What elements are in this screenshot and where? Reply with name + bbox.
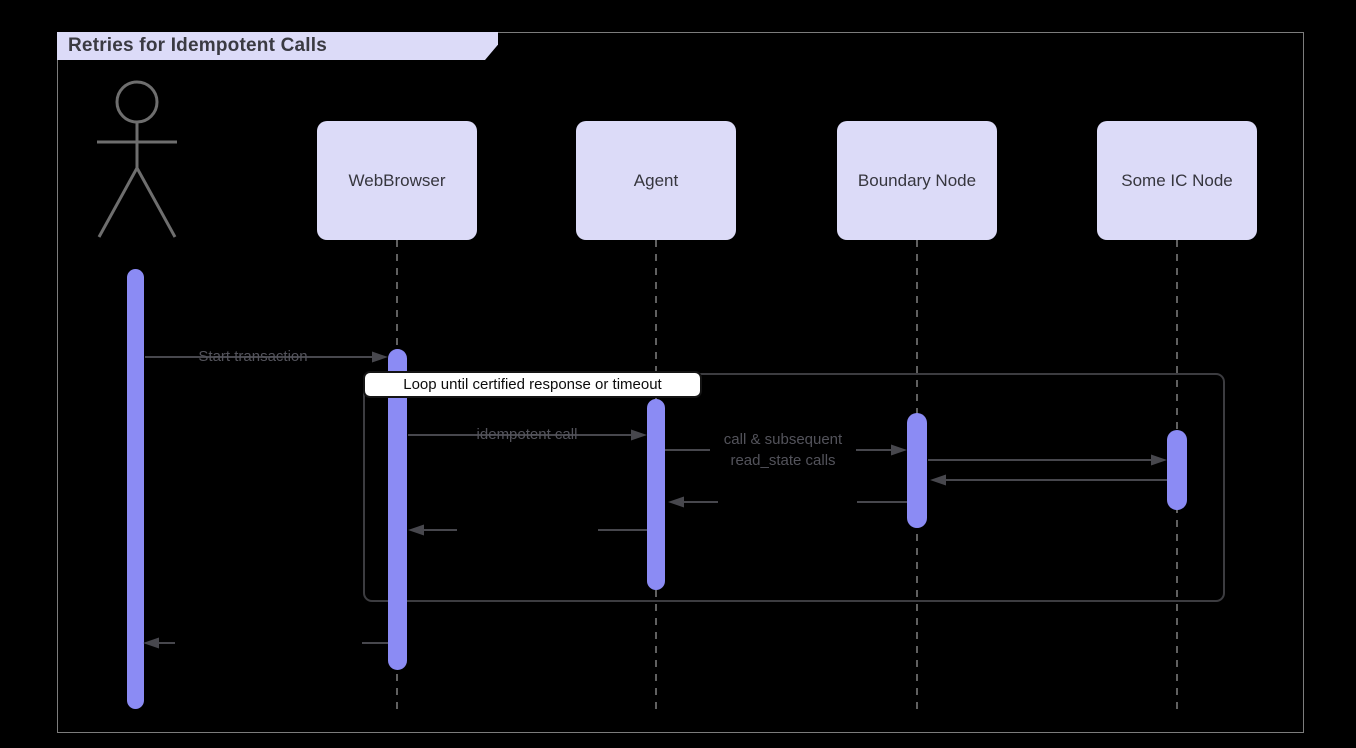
participant-box-agent: Agent xyxy=(576,121,736,240)
arrowhead-ic-to-boundary xyxy=(930,474,946,486)
message-label-idempotent-call: idempotent call xyxy=(476,426,578,443)
activation-bar-agent xyxy=(647,399,665,590)
participant-label-boundary-node: Boundary Node xyxy=(857,170,977,190)
actor-leg-left xyxy=(97,167,139,238)
diagram-title-tab: Retries for Idempotent Calls xyxy=(57,32,498,60)
arrowhead-boundary-to-agent xyxy=(668,496,684,508)
activation-bar-webbrowser xyxy=(388,349,407,670)
diagram-title: Retries for Idempotent Calls xyxy=(68,35,327,56)
arrowhead-webbrowser-to-user xyxy=(143,637,159,649)
participant-box-webbrowser: WebBrowser xyxy=(317,121,477,240)
arrowhead-start-transaction xyxy=(372,351,388,363)
participant-label-some-ic-node: Some IC Node xyxy=(1121,170,1233,190)
activation-bar-user xyxy=(127,269,144,709)
loop-fragment-label: Loop until certified response or timeout xyxy=(403,376,662,393)
message-label-call-read-state-line1: call & subsequent xyxy=(723,431,843,448)
message-label-start-transaction: Start transaction xyxy=(198,348,308,365)
loop-fragment-label-box: Loop until certified response or timeout xyxy=(363,371,702,398)
message-label-call-read-state: call & subsequent read_state calls xyxy=(695,429,871,471)
participant-box-some-ic-node: Some IC Node xyxy=(1097,121,1257,240)
loop-fragment-frame xyxy=(363,373,1225,602)
actor-icon xyxy=(97,80,177,238)
message-label-call-read-state-line2: read_state calls xyxy=(730,452,836,469)
activation-bar-boundary-node xyxy=(907,413,927,528)
arrowhead-idempotent-call xyxy=(631,429,647,441)
activation-bar-some-ic-node xyxy=(1167,430,1187,510)
arrowhead-agent-to-webbrowser xyxy=(408,524,424,536)
arrowhead-call-read-state xyxy=(891,444,907,456)
participant-label-webbrowser: WebBrowser xyxy=(348,170,446,190)
participant-box-boundary-node: Boundary Node xyxy=(837,121,997,240)
diagram-frame xyxy=(57,32,1304,733)
participant-label-agent: Agent xyxy=(633,170,679,190)
arrowhead-boundary-to-ic xyxy=(1151,454,1167,466)
actor-leg-right xyxy=(135,167,177,238)
